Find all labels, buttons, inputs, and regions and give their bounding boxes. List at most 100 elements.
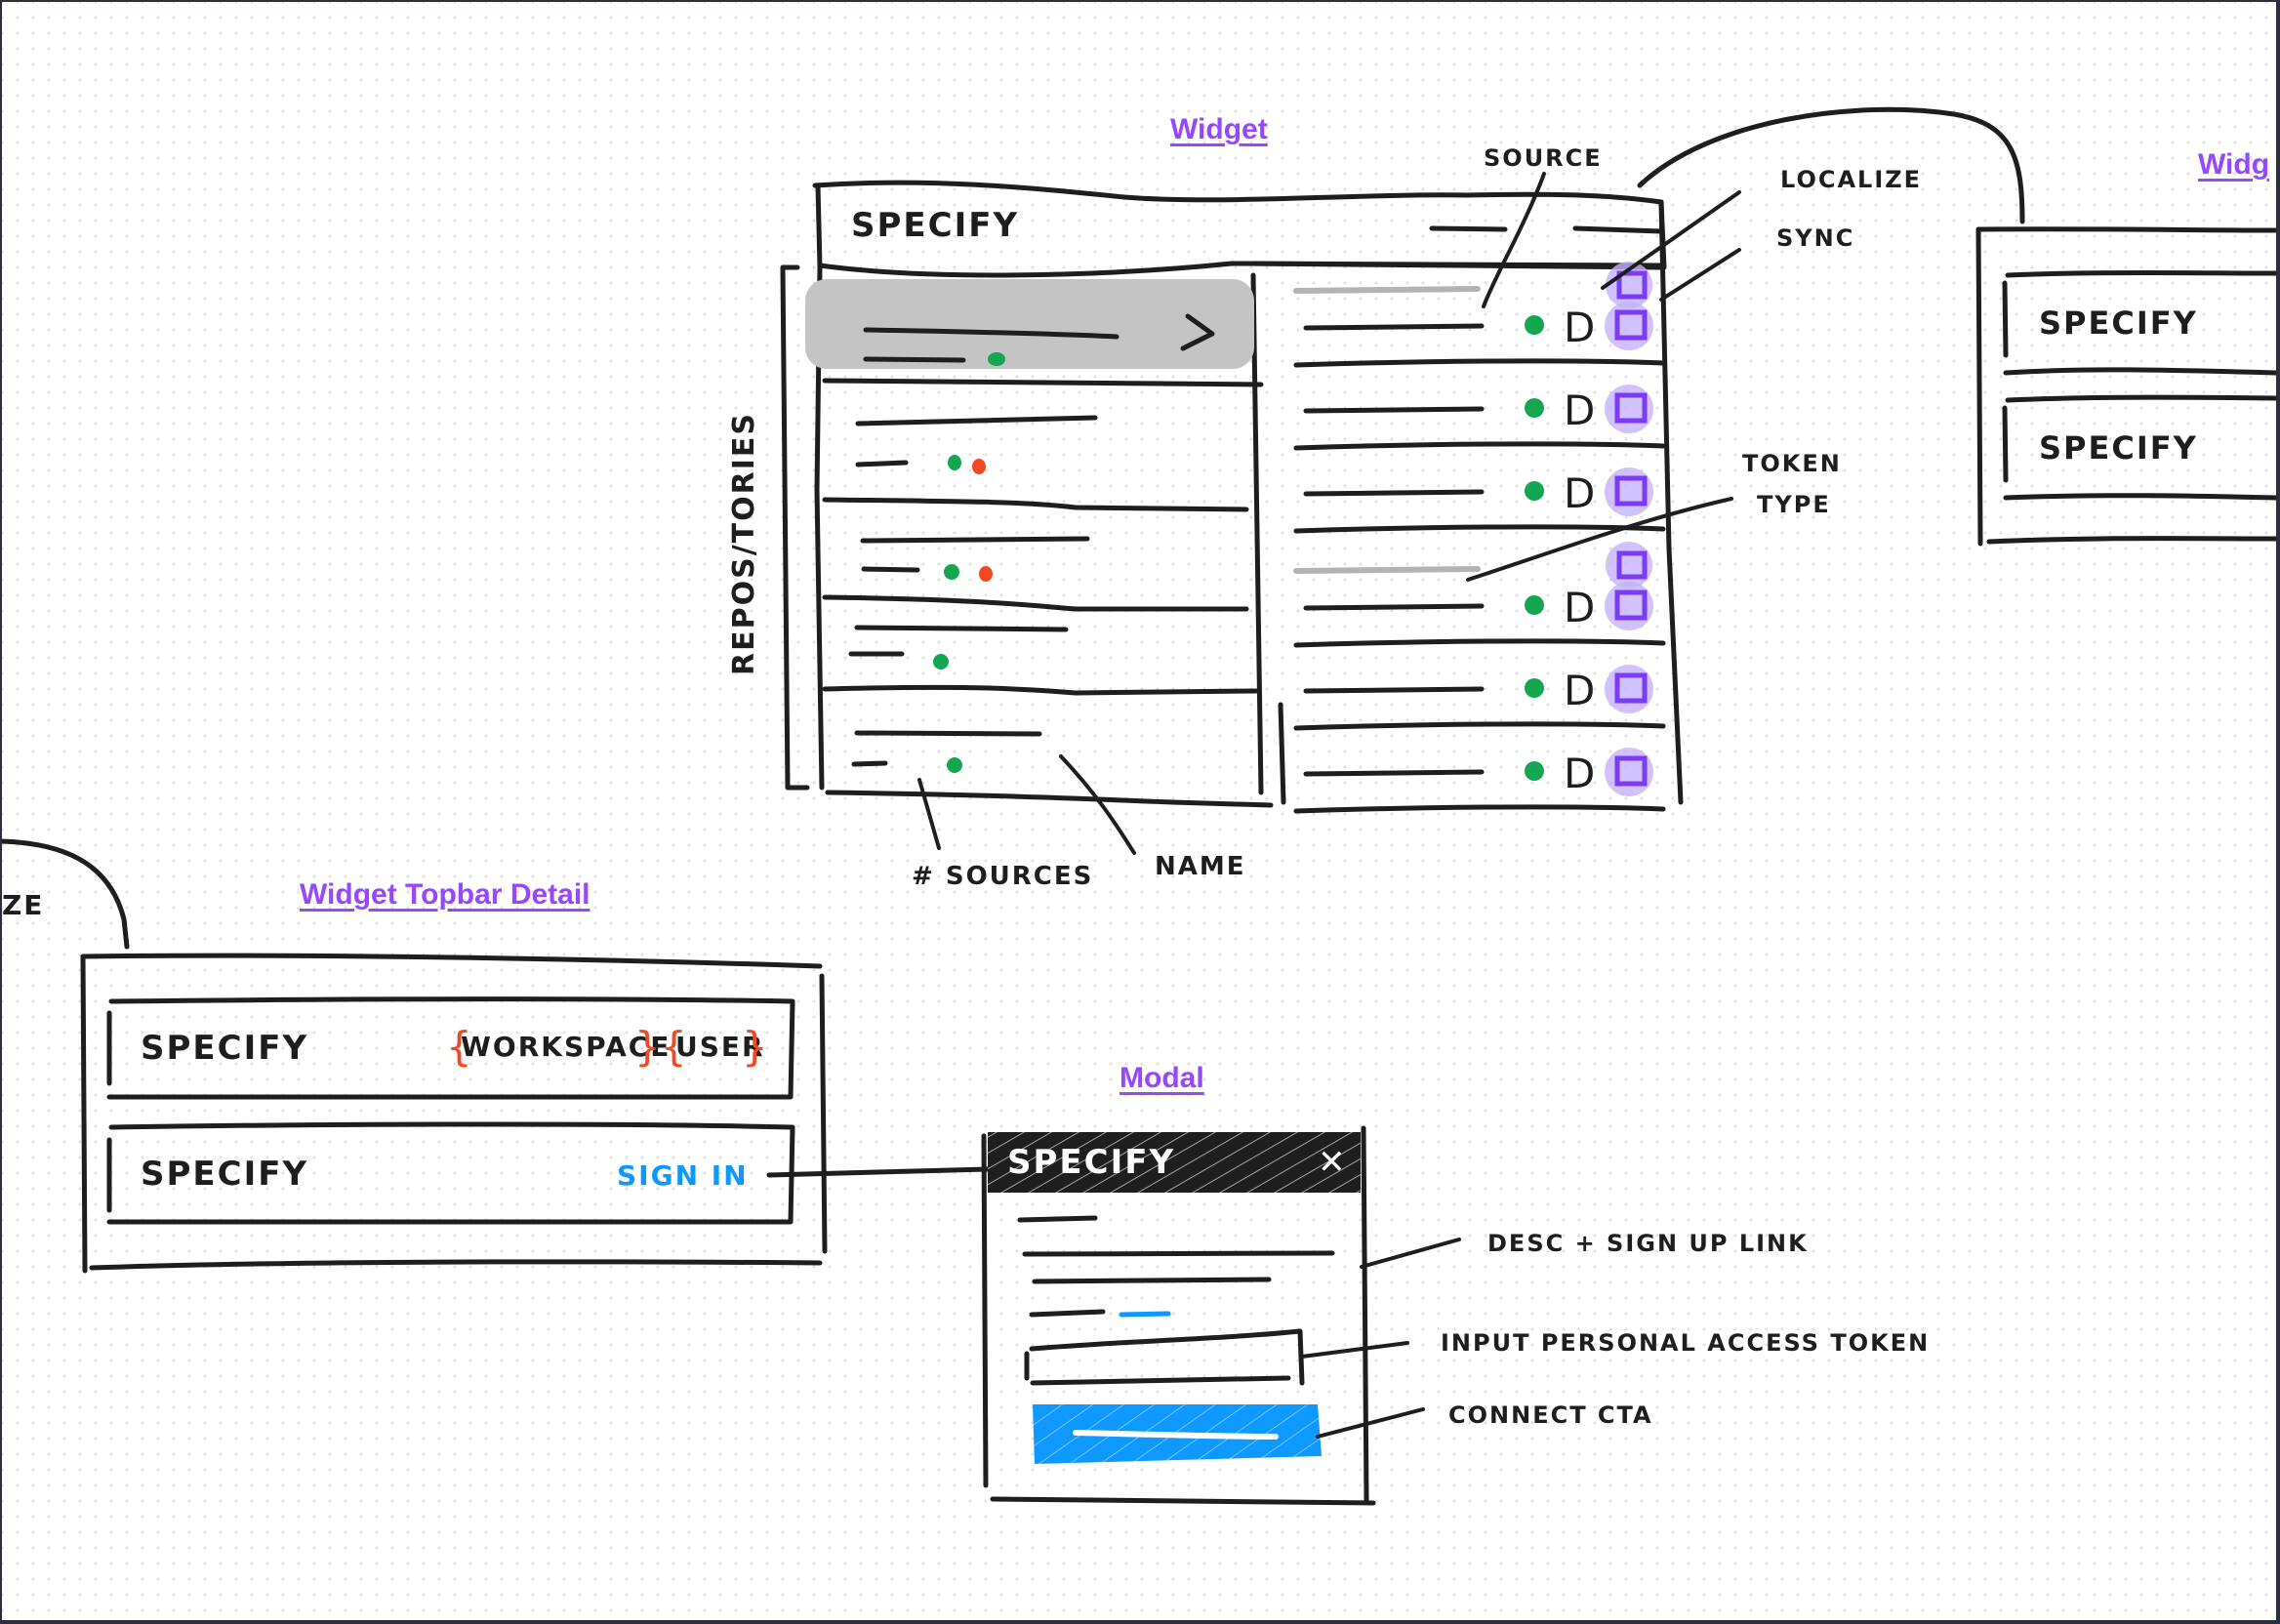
connector-arc-right [1637, 106, 2025, 224]
frame-title-topbar-detail[interactable]: Widget Topbar Detail [300, 878, 590, 911]
localize-icon[interactable] [1616, 550, 1648, 580]
token-type-icon: D [1564, 584, 1595, 631]
chevron-right-icon[interactable] [1180, 313, 1215, 351]
repo-sources-line [861, 566, 920, 573]
frame-title-widget[interactable]: Widget [1170, 113, 1268, 145]
sync-icon[interactable] [1614, 309, 1648, 341]
partial-outer-left [1975, 226, 1983, 547]
source-row-divider [1293, 524, 1666, 534]
modal-sketch[interactable]: SPECIFY ✕ DESC + SIGN UP LINK [981, 1125, 1930, 1506]
partial-row2-brand: SPECIFY [2039, 429, 2198, 467]
modal-desc-line [1032, 1277, 1272, 1284]
sync-icon[interactable] [1614, 589, 1648, 621]
partial-outer-top [1975, 226, 2276, 233]
modal-close-icon[interactable]: ✕ [1318, 1143, 1346, 1182]
status-dot-green [1525, 481, 1544, 501]
frame-title-widget-partial[interactable]: Widg [2198, 148, 2270, 181]
token-group-header-line [1293, 566, 1481, 574]
connector-arc-left [2, 838, 130, 950]
modal-brand: SPECIFY [1007, 1143, 1175, 1182]
partial-row1-top [2005, 270, 2276, 278]
source-row[interactable]: D [1293, 467, 1666, 534]
localize-icon[interactable] [1616, 270, 1648, 300]
annotation-leader-sync [1659, 248, 1741, 302]
repo-sources-line [851, 760, 888, 767]
repositories-side-label: REPOS/TORIES [727, 412, 761, 675]
source-row[interactable]: D [1293, 385, 1666, 451]
annotation-localize: LOCALIZE [1780, 166, 1922, 193]
access-token-input[interactable] [1024, 1328, 1305, 1386]
topbar-detail-sketch[interactable]: SPECIFY { WORKSPACE } { USER } SPECIFY S… [80, 953, 991, 1274]
left-partial-label: ZE [2, 889, 44, 921]
status-dot-green [933, 654, 949, 670]
annotation-token-type-2: TYPE [1757, 491, 1831, 518]
sync-icon[interactable] [1614, 672, 1648, 704]
brace-close: } [742, 1023, 768, 1071]
widget-sketch[interactable]: SPECIFY REPOS/TORIES [727, 180, 1684, 808]
source-row[interactable]: D [1293, 665, 1666, 731]
sources-top-edge [1250, 261, 1664, 270]
brace-open: { [661, 1023, 687, 1071]
connect-button-label-line [1073, 1430, 1279, 1440]
access-token-input-bottom [1030, 1375, 1291, 1386]
status-dot-green [1525, 761, 1544, 781]
topbar-outer-right [819, 973, 828, 1254]
status-dot-green [1525, 398, 1544, 418]
modal-right-edge [1361, 1125, 1369, 1503]
status-dot-green [988, 352, 1005, 366]
sign-up-link[interactable] [1119, 1311, 1171, 1318]
user-variable[interactable]: USER [675, 1031, 765, 1063]
source-row[interactable]: D [1293, 262, 1666, 368]
partial-outer-bottom [1986, 536, 2276, 545]
brace-open: { [446, 1023, 472, 1071]
repos-right-edge [1250, 272, 1264, 795]
sync-icon[interactable] [1614, 755, 1648, 787]
partial-row2-top [2005, 394, 2276, 403]
widget-brand: SPECIFY [851, 206, 1019, 245]
widget-topbar-left-edge [815, 183, 823, 270]
frame-title-modal[interactable]: Modal [1120, 1062, 1204, 1094]
workspace-variable[interactable]: WORKSPACE [461, 1031, 671, 1063]
widget-topbar-top-edge [812, 180, 1664, 205]
widget-topbar-bottom-edge [817, 261, 1664, 278]
source-row[interactable]: D [1293, 542, 1666, 648]
modal-title-line [1017, 1215, 1098, 1223]
source-row-divider [1293, 804, 1666, 814]
source-row[interactable]: D [1293, 748, 1666, 814]
repo-name-line [855, 415, 1098, 426]
status-dot-green [944, 564, 959, 580]
sync-icon[interactable] [1614, 475, 1648, 507]
partial-row1-bottom [2003, 367, 2276, 376]
brace-close: } [634, 1023, 661, 1071]
sign-in-link[interactable]: SIGN IN [617, 1159, 749, 1192]
sync-icon[interactable] [1614, 392, 1648, 424]
annotation-leader-num-sources [917, 778, 941, 850]
partial-row1-left [2002, 280, 2009, 358]
topbar-brand: SPECIFY [141, 1155, 308, 1194]
modal-left-edge [981, 1133, 989, 1488]
left-partial: ZE [2, 838, 130, 950]
topbar-item-line [1572, 225, 1664, 234]
repo-row-divider [822, 378, 1264, 387]
repo-row-selected-highlight[interactable] [805, 279, 1254, 369]
topbar-signed-in[interactable]: SPECIFY { WORKSPACE } { USER } [106, 996, 795, 1100]
token-type-icon: D [1564, 469, 1595, 517]
partial-row2-left [2002, 405, 2009, 483]
topbar-brand: SPECIFY [141, 1029, 308, 1068]
token-type-icon: D [1564, 667, 1595, 714]
status-dot-red [972, 459, 986, 474]
sources-left-edge-lower [1278, 702, 1286, 805]
connect-button[interactable] [1033, 1404, 1322, 1464]
repo-row-divider [822, 497, 1249, 512]
widget-partial-sketch[interactable]: SPECIFY SPECIFY [1975, 226, 2276, 547]
status-dot-red [979, 566, 993, 582]
modal-bottom-edge [990, 1496, 1376, 1506]
source-row-divider [1293, 441, 1666, 451]
annotation-num-sources: # SOURCES [912, 862, 1093, 891]
partial-row1-brand: SPECIFY [2039, 304, 2198, 342]
repo-row-divider [822, 594, 1249, 612]
token-type-icon: D [1564, 750, 1595, 797]
topbar-signed-out[interactable]: SPECIFY SIGN IN [106, 1121, 795, 1225]
